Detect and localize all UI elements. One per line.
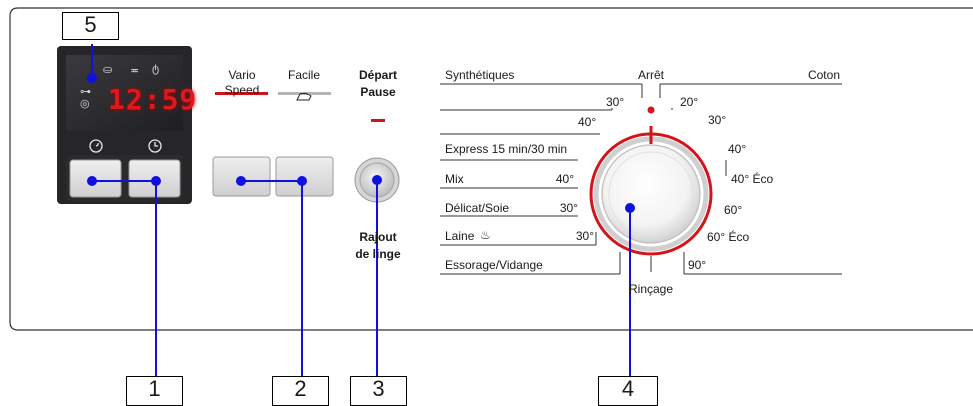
dial-inner-ring bbox=[608, 151, 694, 237]
facile-button[interactable] bbox=[275, 156, 334, 197]
program-laine-temp: 30° bbox=[575, 229, 594, 243]
dial-temp-left-40: 40° bbox=[578, 115, 597, 129]
callout-3: 3 bbox=[350, 376, 407, 406]
pause-label: Pause bbox=[360, 85, 396, 99]
dial-temp-60: 60° bbox=[724, 203, 743, 217]
spin-icon bbox=[89, 139, 103, 153]
program-dial[interactable] bbox=[601, 144, 701, 244]
wash-tub-icon: ≖ bbox=[130, 65, 140, 77]
dial-temp-40-eco: 40° Éco bbox=[731, 172, 774, 186]
dial-temp-40: 40° bbox=[728, 142, 747, 156]
callout-lines bbox=[91, 44, 631, 378]
callout-5: 5 bbox=[62, 12, 119, 40]
time-display: 12:59 bbox=[108, 83, 198, 116]
callout-1: 1 bbox=[126, 376, 183, 406]
program-mix-temp: 40° bbox=[555, 172, 574, 186]
dial-marker-dot bbox=[647, 106, 655, 114]
vario-label-line1: Vario bbox=[228, 68, 256, 82]
rinse-hold-icon: ◎ bbox=[80, 98, 90, 110]
vario-label-line2: Speed bbox=[224, 83, 260, 97]
panel-outline bbox=[9, 7, 973, 331]
program-express: Express 15 min/30 min bbox=[445, 142, 568, 156]
led-display bbox=[66, 55, 183, 131]
program-essorage-vidange: Essorage/Vidange bbox=[445, 258, 543, 272]
basin-icon: ⛀ bbox=[103, 64, 113, 76]
clock-icon bbox=[148, 139, 162, 153]
program-mix: Mix bbox=[445, 172, 464, 186]
vario-speed-led bbox=[215, 92, 268, 95]
program-delicat-soie: Délicat/Soie bbox=[445, 201, 510, 215]
dial-temp-left-30: 30° bbox=[606, 95, 625, 109]
callout-2: 2 bbox=[272, 376, 329, 406]
program-delicat-temp: 30° bbox=[559, 201, 578, 215]
key-icon: ⊶ bbox=[80, 86, 91, 98]
program-arret: Arrêt bbox=[637, 68, 665, 82]
depart-label: Départ bbox=[358, 68, 398, 82]
ajout-linge-label-line1: Rajout bbox=[359, 230, 397, 244]
dial-temp-60-eco: 60° Éco bbox=[707, 230, 750, 244]
iron-icon bbox=[296, 92, 312, 101]
spin-icon: ტ bbox=[152, 63, 160, 75]
dial-temp-90: 90° bbox=[688, 258, 707, 272]
callout-dots bbox=[87, 73, 635, 213]
depart-pause-led bbox=[371, 119, 385, 122]
program-laine: Laine bbox=[445, 229, 475, 243]
program-leader-lines bbox=[440, 83, 842, 275]
ajout-linge-label-line2: de linge bbox=[355, 247, 401, 261]
hand-wash-icon: ♨ bbox=[480, 228, 491, 242]
dial-temp-30: 30° bbox=[708, 113, 727, 127]
program-coton: Coton bbox=[807, 68, 840, 82]
program-rincage: Rinçage bbox=[628, 282, 674, 296]
program-synthetiques: Synthétiques bbox=[445, 68, 515, 82]
facile-label: Facile bbox=[287, 68, 321, 82]
callout-4: 4 bbox=[598, 376, 658, 406]
dial-temp-20: 20° bbox=[680, 95, 699, 109]
